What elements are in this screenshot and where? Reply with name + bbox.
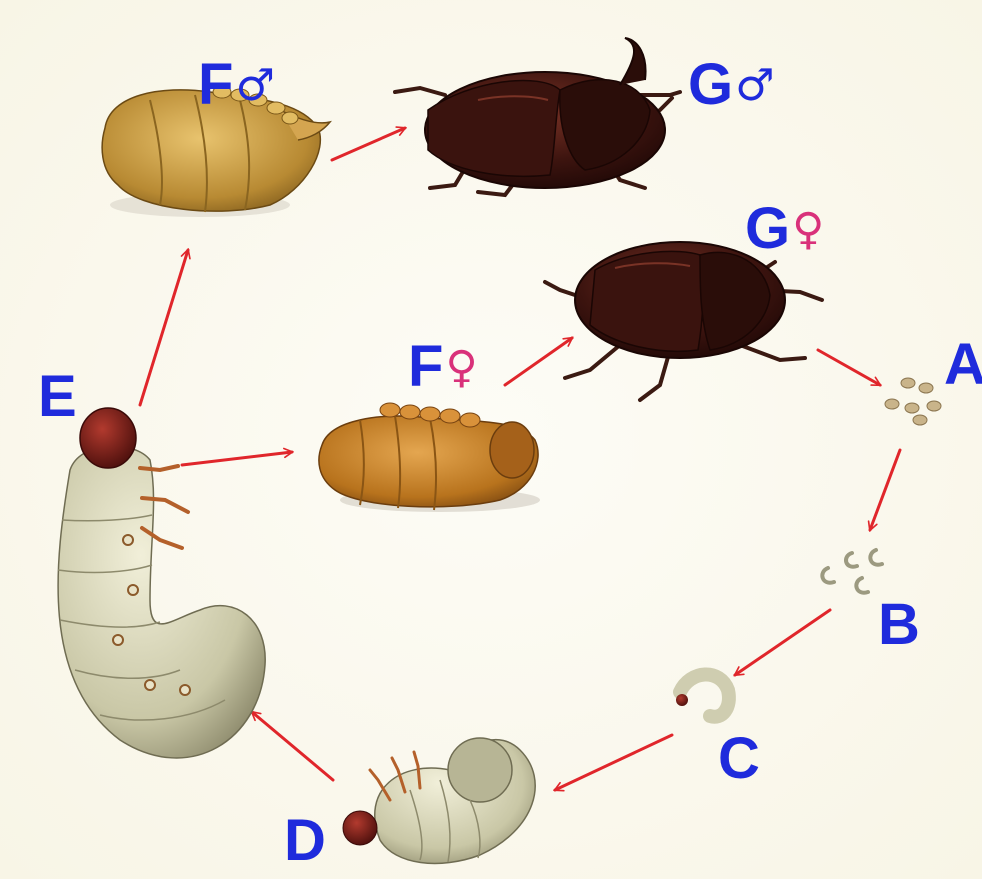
male-symbol: ♂ bbox=[735, 64, 774, 108]
label-d: D bbox=[284, 812, 326, 870]
stage-letter-f-female: F bbox=[408, 338, 443, 396]
young-larva-illustration bbox=[676, 674, 729, 716]
hatchlings-illustration bbox=[822, 550, 882, 593]
label-g-male: G♂ bbox=[688, 56, 775, 114]
label-f-male: F♂ bbox=[198, 56, 275, 114]
stage-letter-c: C bbox=[718, 730, 760, 788]
male-beetle-illustration bbox=[395, 38, 680, 195]
label-c: C bbox=[718, 730, 760, 788]
stage-letter-g-male: G bbox=[688, 56, 733, 114]
arrow-c-to-d bbox=[555, 735, 672, 790]
stage-letter-g-female: G bbox=[745, 200, 790, 258]
stage-letter-a: A bbox=[944, 336, 982, 394]
eggs-illustration bbox=[885, 378, 941, 425]
stage-letter-f-male: F bbox=[198, 56, 233, 114]
stage-letter-b: B bbox=[878, 596, 920, 654]
arrow-f-male-to-g-male bbox=[332, 128, 405, 160]
female-beetle-illustration bbox=[545, 242, 822, 400]
female-symbol: ♀ bbox=[792, 208, 824, 252]
arrow-a-to-b bbox=[870, 450, 900, 530]
label-g-female: G♀ bbox=[745, 200, 824, 258]
stage-letter-e: E bbox=[38, 368, 77, 426]
arrow-b-to-c bbox=[735, 610, 830, 675]
label-a: A bbox=[944, 336, 982, 394]
arrow-g-female-to-a bbox=[818, 350, 880, 385]
larva-e-illustration bbox=[58, 408, 265, 758]
label-e: E bbox=[38, 368, 77, 426]
arrow-e-to-f-female bbox=[182, 452, 292, 465]
label-b: B bbox=[878, 596, 920, 654]
larva-d-illustration bbox=[343, 738, 535, 863]
arrow-f-female-to-g-female bbox=[505, 338, 572, 385]
female-symbol: ♀ bbox=[445, 346, 477, 390]
male-symbol: ♂ bbox=[235, 64, 274, 108]
arrow-e-to-f-male bbox=[140, 250, 188, 405]
female-pupa-illustration bbox=[319, 403, 540, 512]
stage-letter-d: D bbox=[284, 812, 326, 870]
label-f-female: F♀ bbox=[408, 338, 478, 396]
arrow-d-to-e bbox=[252, 712, 333, 780]
